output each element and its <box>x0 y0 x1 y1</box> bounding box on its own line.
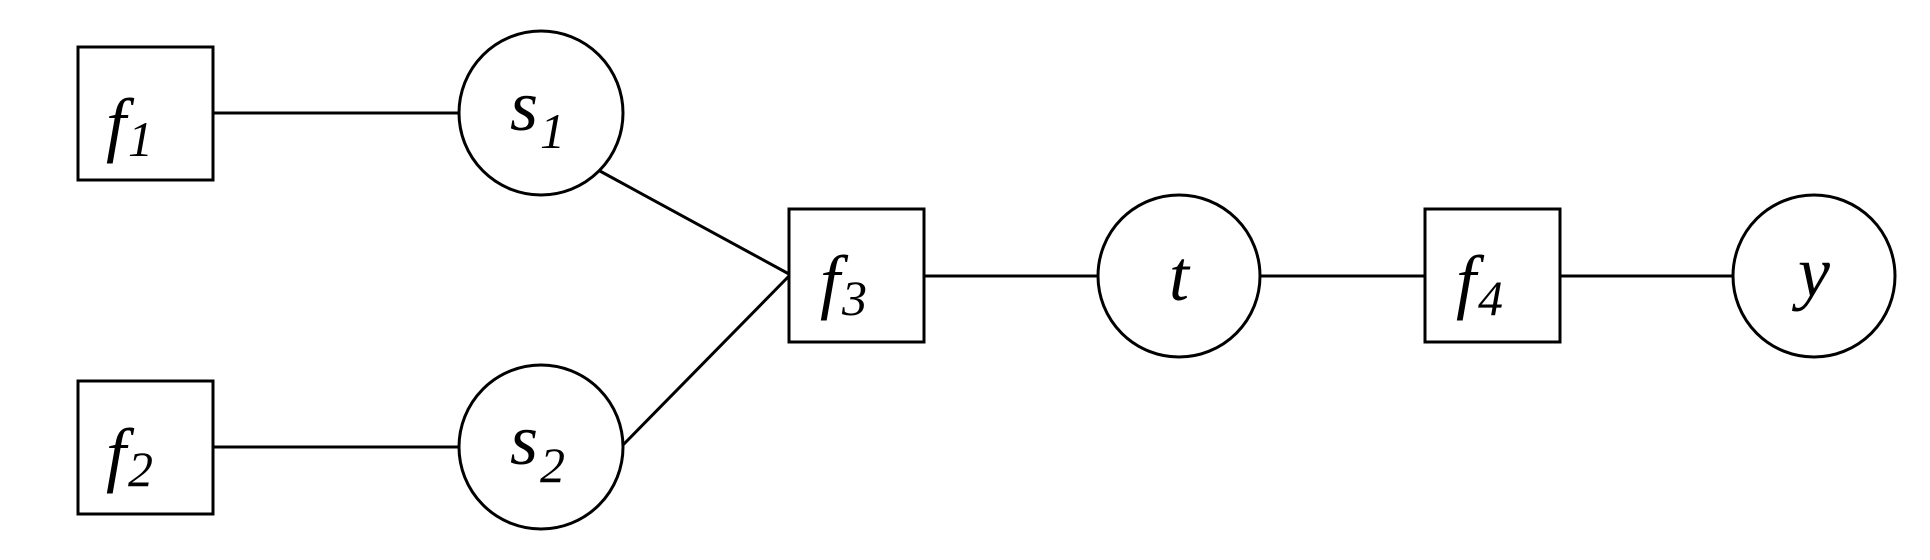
node-label: f3 <box>820 241 867 326</box>
factor-box <box>1423 207 1562 344</box>
variable-node-s2: s2 <box>457 363 625 531</box>
node-label: f1 <box>106 84 153 167</box>
factor-box <box>76 45 215 182</box>
factor-node-f4: f4 <box>1423 207 1562 344</box>
factor-node-f3: f3 <box>787 207 926 344</box>
variable-circle <box>457 29 625 197</box>
edge-s1-f3 <box>597 168 790 276</box>
factor-node-f1: f1 <box>76 45 215 182</box>
variable-circle <box>1096 193 1262 359</box>
variable-node-t: t <box>1096 193 1262 359</box>
variable-circle <box>457 363 625 531</box>
variable-node-s1: s1 <box>457 29 625 197</box>
variable-node-y: y <box>1731 193 1897 359</box>
edge-s2-f3 <box>619 274 791 449</box>
factor-box <box>787 207 926 344</box>
node-label: s2 <box>510 400 565 493</box>
node-label: s1 <box>510 66 565 159</box>
factor-node-f2: f2 <box>76 379 215 516</box>
factor-box <box>76 379 215 516</box>
node-label: t <box>1169 236 1191 316</box>
variable-circle <box>1731 193 1897 359</box>
node-label: y <box>1791 232 1830 312</box>
